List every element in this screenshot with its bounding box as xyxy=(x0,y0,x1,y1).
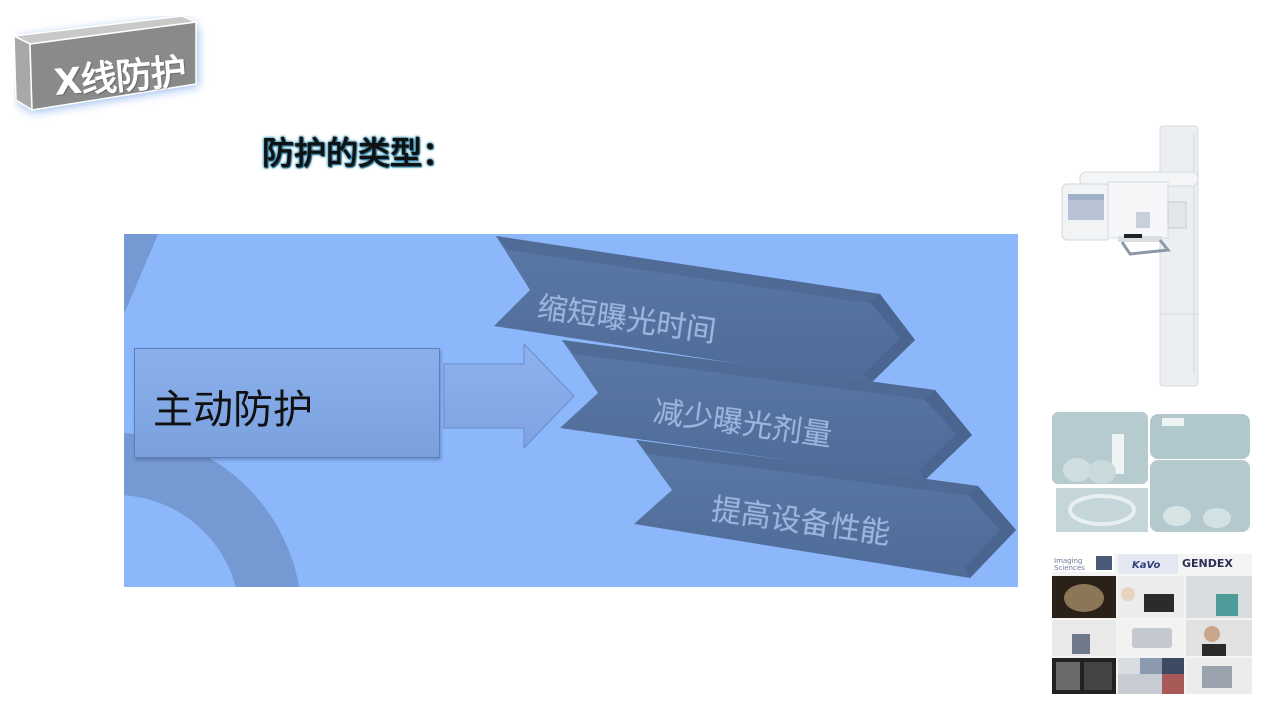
dental-brands-collage-image: Imaging Sciences KaVo GENDEX xyxy=(1052,554,1252,694)
decor-band xyxy=(124,234,158,314)
svg-text:KaVo: KaVo xyxy=(1132,560,1161,571)
chevron-1-shape xyxy=(494,236,915,384)
chevron-3-shape xyxy=(634,440,1016,578)
slide-title-block: X线防护 xyxy=(14,16,199,112)
dental-xray-collage-image xyxy=(1052,412,1252,534)
active-protection-label: 主动防护 xyxy=(153,387,313,433)
svg-text:Sciences: Sciences xyxy=(1054,564,1085,572)
diagram-shapes xyxy=(124,234,1016,587)
active-protection-box: 主动防护 xyxy=(134,348,440,458)
section-heading: 防护的类型： xyxy=(262,134,455,172)
flow-arrow-icon xyxy=(443,342,575,450)
svg-text:GENDEX: GENDEX xyxy=(1182,557,1233,570)
svg-text:Imaging: Imaging xyxy=(1054,557,1082,565)
title-3d-box-icon xyxy=(14,16,199,112)
chevron-2-shape xyxy=(560,340,972,480)
protection-types-diagram: 主动防护 缩短曝光时间 减少曝光剂量 提高设备性能 xyxy=(124,234,1018,587)
decor-ring xyxy=(124,433,300,587)
panoramic-xray-machine-image xyxy=(1060,124,1202,388)
